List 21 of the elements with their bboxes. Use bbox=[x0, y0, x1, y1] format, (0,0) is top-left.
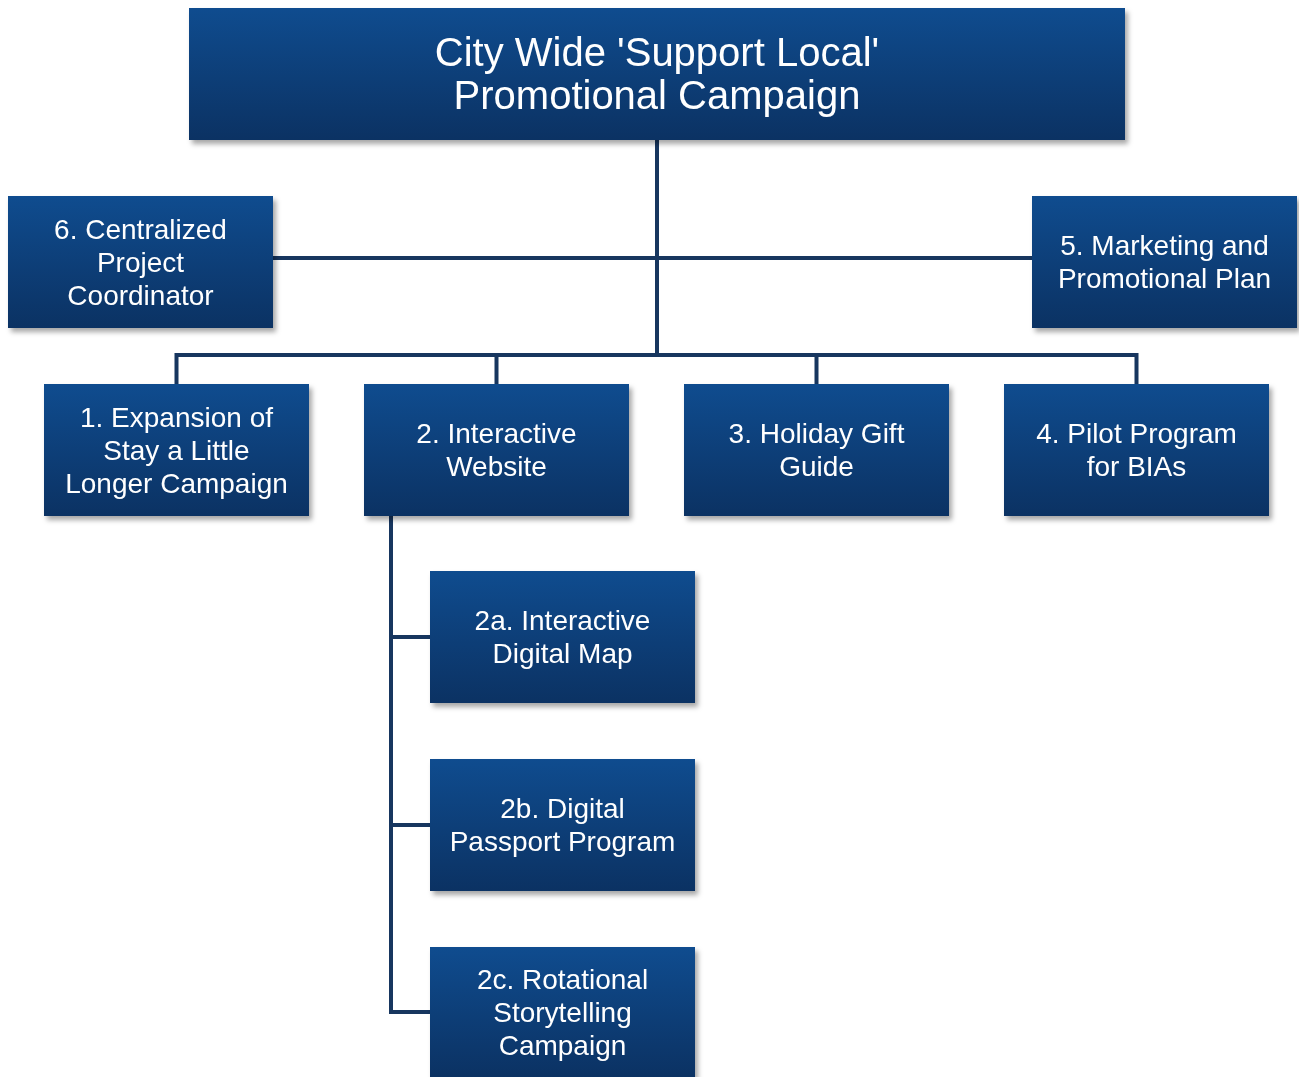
org-chart-box bbox=[684, 384, 949, 516]
chart-title: City Wide 'Support Local' Promotional Campaign bbox=[433, 31, 881, 117]
org-chart-box bbox=[189, 8, 1125, 140]
box-label: 3. Holiday Gift Guide bbox=[727, 417, 906, 483]
org-chart-box bbox=[430, 947, 695, 1077]
box-label: 2a. Interactive Digital Map bbox=[473, 604, 652, 670]
org-chart-box bbox=[430, 759, 695, 891]
connector-line bbox=[389, 516, 430, 1014]
box-label: 4. Pilot Program for BIAs bbox=[1035, 417, 1238, 483]
org-chart-box bbox=[430, 571, 695, 703]
org-chart-box bbox=[1004, 384, 1269, 516]
box-label: 6. Centralized Project Coordinator bbox=[53, 212, 228, 312]
box-label: 1. Expansion of Stay a Little Longer Campaign bbox=[64, 400, 289, 500]
box-label: 5. Marketing and Promotional Plan bbox=[1056, 229, 1273, 295]
box-label: 2b. Digital Passport Program bbox=[448, 792, 677, 858]
org-chart-box bbox=[44, 384, 309, 516]
org-chart-box bbox=[364, 384, 629, 516]
org-chart-box bbox=[8, 196, 273, 328]
box-label: 2. Interactive Website bbox=[415, 417, 578, 483]
box-label: 2c. Rotational Storytelling Campaign bbox=[475, 962, 650, 1062]
org-chart-box bbox=[1032, 196, 1297, 328]
